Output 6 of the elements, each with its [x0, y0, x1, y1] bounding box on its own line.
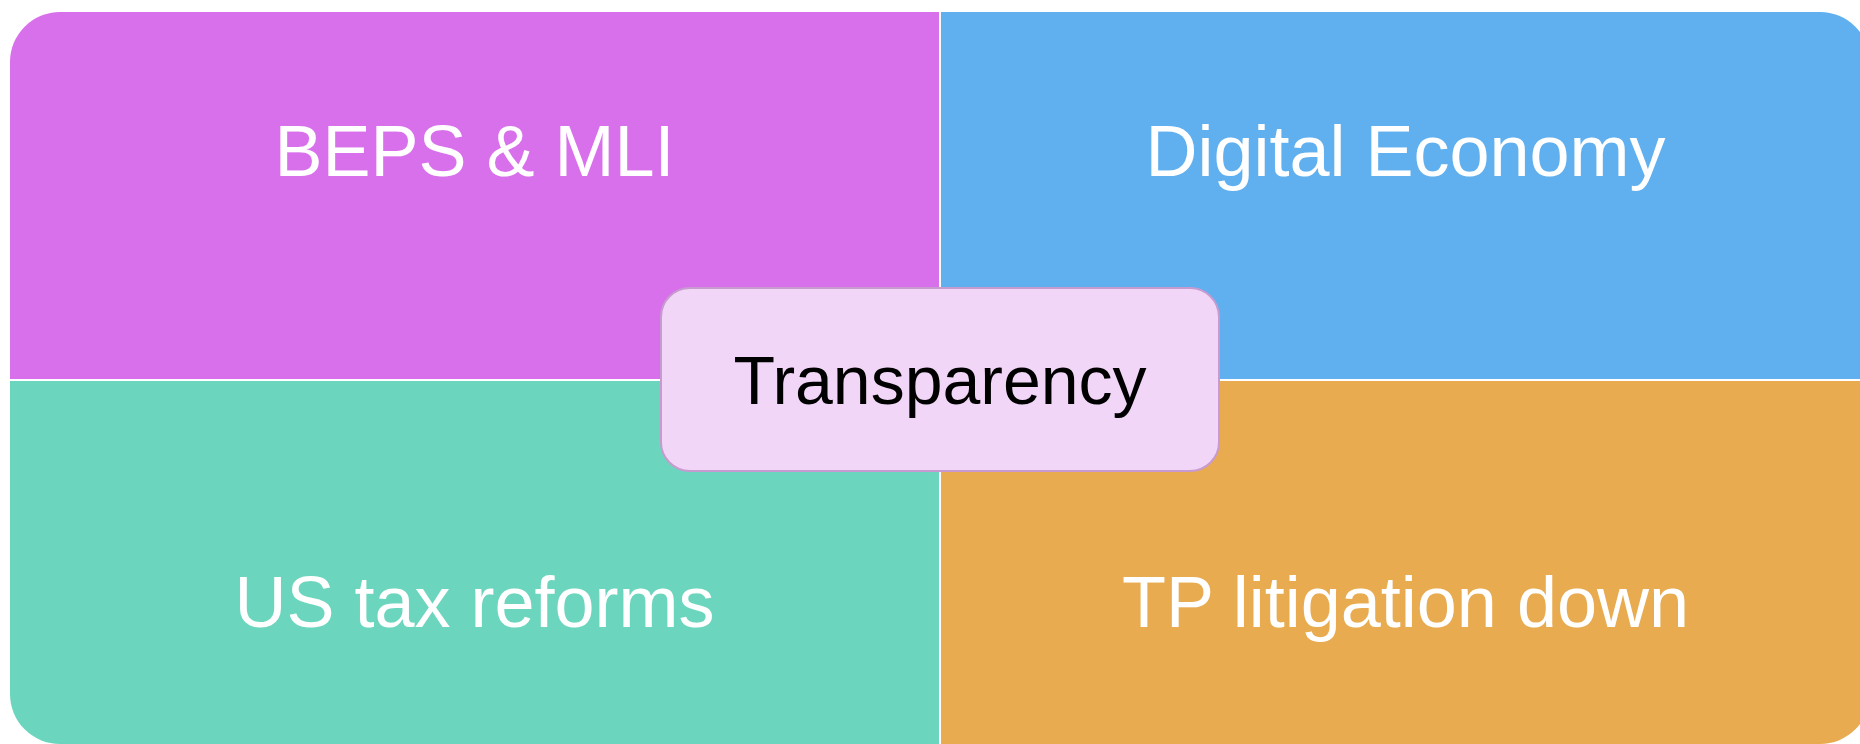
quadrant-label: TP litigation down	[1122, 561, 1689, 643]
center-box	[660, 287, 1220, 472]
quadrant-label: Digital Economy	[1145, 110, 1666, 192]
quadrant-label: US tax reforms	[234, 561, 715, 643]
quadrant-label: BEPS & MLI	[274, 110, 675, 192]
center-label: Transparency	[733, 340, 1147, 419]
